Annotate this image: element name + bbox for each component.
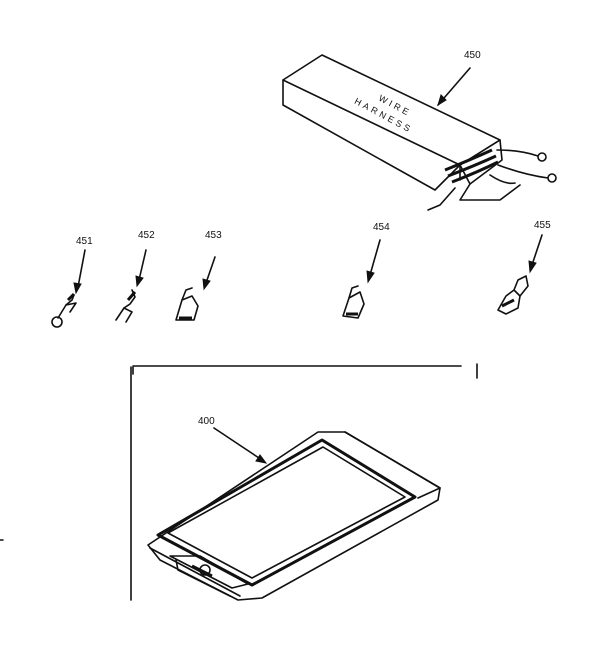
terminal-455 [497,234,543,315]
terminal-453-label: 453 [205,230,222,241]
terminal-451-label: 451 [76,236,93,247]
terminal-452 [115,249,147,323]
harness-box-text: WIRE HARNESS [353,93,415,135]
tray-400 [147,427,441,601]
tray-frame [130,363,478,601]
terminal-451 [51,249,86,328]
terminal-454-label: 454 [373,222,390,233]
terminal-453 [175,256,216,321]
terminal-452-label: 452 [138,230,155,241]
harness-label: 450 [464,50,481,61]
tray-label: 400 [198,416,215,427]
terminal-454 [342,239,381,319]
terminal-455-label: 455 [534,220,551,231]
wire-harness-box [282,54,557,211]
